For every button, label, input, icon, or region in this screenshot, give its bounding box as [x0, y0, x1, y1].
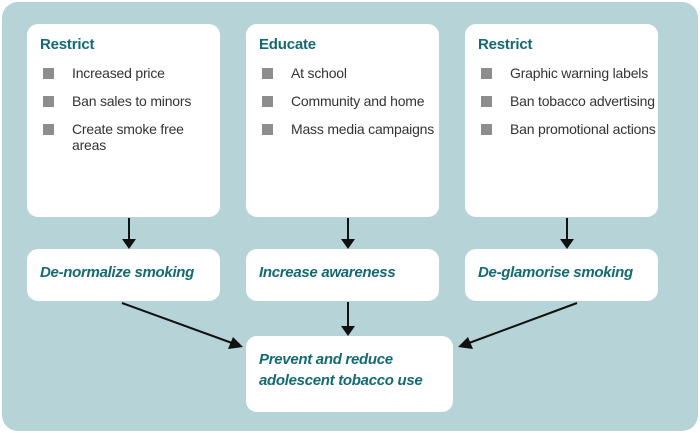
- square-bullet-icon: [43, 124, 54, 135]
- effect-label: Increase awareness: [259, 264, 396, 281]
- item-label: Ban promotional actions: [510, 121, 656, 137]
- list-item: Graphic warning labels: [481, 65, 656, 93]
- arrow-line: [121, 302, 233, 344]
- restrict-advertising-box: Restrict Graphic warning labels Ban toba…: [465, 24, 658, 217]
- square-bullet-icon: [43, 96, 54, 107]
- outcome-label: Prevent and reduce adolescent tobacco us…: [259, 349, 449, 391]
- square-bullet-icon: [262, 68, 273, 79]
- square-bullet-icon: [481, 96, 492, 107]
- item-label: Increased price: [72, 65, 165, 81]
- item-label: Ban sales to minors: [72, 93, 192, 109]
- list-item: Ban tobacco advertising: [481, 93, 656, 121]
- arrowhead-icon: [560, 239, 574, 249]
- list-item: Ban promotional actions: [481, 121, 656, 149]
- outcome-box: Prevent and reduce adolescent tobacco us…: [246, 336, 453, 412]
- box-title: Restrict: [478, 36, 533, 53]
- list-item: Mass media campaigns: [262, 121, 434, 149]
- list-item: Increased price: [43, 65, 220, 93]
- outcome-line-1: Prevent and reduce: [259, 351, 393, 368]
- arrowhead-icon: [122, 239, 136, 249]
- square-bullet-icon: [262, 96, 273, 107]
- list-item: Community and home: [262, 93, 434, 121]
- arrowhead-icon: [458, 337, 473, 349]
- box-title: Educate: [259, 36, 316, 53]
- square-bullet-icon: [481, 68, 492, 79]
- square-bullet-icon: [262, 124, 273, 135]
- awareness-box: Increase awareness: [246, 249, 439, 301]
- item-label: Create smoke free areas: [72, 121, 184, 153]
- list-item: At school: [262, 65, 434, 93]
- item-label: Ban tobacco advertising: [510, 93, 655, 109]
- arrow-line: [468, 302, 578, 344]
- arrowhead-icon: [228, 337, 243, 349]
- outcome-line-2: adolescent tobacco use: [259, 372, 423, 389]
- educate-box: Educate At school Community and home Mas…: [246, 24, 439, 217]
- item-label: At school: [291, 65, 347, 81]
- denormalize-box: De-normalize smoking: [27, 249, 220, 301]
- effect-label: De-normalize smoking: [40, 264, 195, 281]
- list-item: Create smoke free areas: [43, 121, 220, 153]
- deglamorise-box: De-glamorise smoking: [465, 249, 658, 301]
- arrowhead-icon: [341, 239, 355, 249]
- effect-label: De-glamorise smoking: [478, 264, 633, 281]
- list-item: Ban sales to minors: [43, 93, 220, 121]
- square-bullet-icon: [43, 68, 54, 79]
- item-label: Community and home: [291, 93, 425, 109]
- arrowhead-icon: [341, 326, 355, 336]
- item-label: Mass media campaigns: [291, 121, 435, 137]
- restrict-price-box: Restrict Increased price Ban sales to mi…: [27, 24, 220, 217]
- square-bullet-icon: [481, 124, 492, 135]
- box-title: Restrict: [40, 36, 95, 53]
- item-label: Graphic warning labels: [510, 65, 649, 81]
